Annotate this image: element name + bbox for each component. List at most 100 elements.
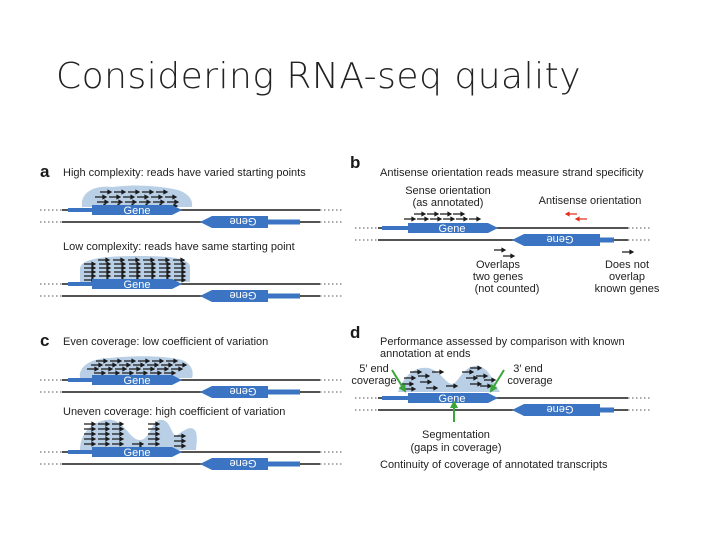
- reads-antisense: [564, 211, 587, 222]
- gene-reverse: [200, 216, 300, 228]
- read-arrow: [148, 421, 161, 427]
- read-arrow: [174, 273, 187, 279]
- read-arrow: [453, 211, 466, 217]
- read-arrow: [174, 269, 187, 275]
- panel-d-caption-line1: Performance assessed by comparison with …: [380, 336, 625, 348]
- read-arrow: [112, 421, 125, 427]
- overlaps-line3: (not counted): [475, 283, 540, 295]
- read-arrow: [84, 265, 97, 271]
- read-arrow: [446, 383, 459, 389]
- coverage-blob-uneven: [80, 419, 197, 450]
- read-arrow: [125, 199, 138, 205]
- three-end-arrow: [489, 369, 505, 393]
- panel-c-uneven-caption: Uneven coverage: high coefficient of var…: [63, 406, 285, 418]
- read-arrow: [114, 189, 127, 195]
- read-arrow: [470, 381, 483, 387]
- read-arrow: [174, 277, 187, 283]
- read-arrow: [133, 362, 146, 368]
- gene-label-reversed: Gene: [230, 289, 257, 301]
- read-arrow: [132, 441, 145, 447]
- read-arrow: [109, 194, 122, 200]
- continuity-caption: Continuity of coverage of annotated tran…: [380, 459, 608, 471]
- not-overlap-line2: overlap: [609, 271, 645, 283]
- read-arrow: [622, 249, 635, 255]
- read-arrow: [171, 366, 184, 372]
- read-arrow: [153, 199, 166, 205]
- read-arrow: [123, 194, 136, 200]
- read-arrow: [84, 431, 97, 437]
- read-arrow: [101, 366, 114, 372]
- read-arrow: [137, 194, 150, 200]
- read-arrow: [159, 261, 172, 267]
- read-arrow: [99, 261, 112, 267]
- read-arrow: [174, 265, 187, 271]
- panel-a-low-caption: Low complexity: reads have same starting…: [63, 241, 295, 253]
- gene-label-reversed: Gene: [230, 215, 257, 227]
- gene-forward: [68, 205, 182, 215]
- read-arrow: [98, 257, 111, 263]
- read-arrow: [469, 216, 482, 222]
- read-arrow: [150, 370, 163, 376]
- read-arrow: [97, 199, 110, 205]
- gene-label: Gene: [439, 223, 466, 235]
- read-arrow: [142, 189, 155, 195]
- read-arrow: [98, 426, 111, 432]
- read-arrow: [175, 362, 188, 368]
- gene-reverse: [512, 404, 614, 416]
- overlaps-line1: Overlaps: [476, 259, 521, 271]
- panel-d-label: d: [350, 323, 360, 342]
- panel-a-label: a: [40, 162, 50, 181]
- read-arrow: [138, 358, 151, 364]
- sense-label-line1: Sense orientation: [405, 185, 491, 197]
- read-arrow: [96, 358, 109, 364]
- read-arrow: [462, 369, 475, 375]
- read-arrow: [129, 269, 142, 275]
- read-arrow: [108, 370, 121, 376]
- read-arrow: [158, 257, 171, 263]
- five-end-arrow: [391, 369, 407, 393]
- read-arrow: [98, 441, 111, 447]
- read-arrow: [112, 441, 125, 447]
- read-arrow: [443, 216, 456, 222]
- read-arrow: [426, 385, 439, 391]
- read-arrow: [432, 369, 445, 375]
- reads-sense: [404, 211, 482, 222]
- read-arrow: [430, 216, 443, 222]
- read-arrow: [129, 265, 142, 271]
- read-arrow: [129, 261, 142, 267]
- gene-label-reversed: Gene: [547, 403, 574, 415]
- segmentation-line2: (gaps in coverage): [410, 442, 501, 454]
- gene-label-reversed: Gene: [547, 233, 574, 245]
- read-arrow: [148, 441, 161, 447]
- read-arrow: [100, 189, 113, 195]
- read-arrow: [417, 216, 430, 222]
- reads-ends: [402, 365, 497, 392]
- panel-b-caption: Antisense orientation reads measure stra…: [380, 167, 644, 179]
- read-arrow: [94, 370, 107, 376]
- read-arrow: [470, 365, 483, 371]
- not-overlap-line3: known genes: [595, 283, 660, 295]
- read-arrow: [87, 366, 100, 372]
- read-arrow: [119, 362, 132, 368]
- read-arrow: [114, 269, 127, 275]
- gene-label-reversed: Gene: [230, 385, 257, 397]
- read-arrow: [420, 379, 433, 385]
- read-arrow: [114, 261, 127, 267]
- not-overlap-line1: Does not: [605, 259, 649, 271]
- five-end-line1: 5′ end: [359, 363, 389, 375]
- reads-overlap: [494, 247, 635, 259]
- read-arrow: [105, 362, 118, 368]
- read-arrow: [174, 443, 187, 449]
- read-arrow: [110, 358, 123, 364]
- read-arrow: [98, 421, 111, 427]
- read-arrow: [151, 194, 164, 200]
- read-arrow: [144, 265, 157, 271]
- three-end-line2: coverage: [507, 375, 552, 387]
- read-arrow: [161, 362, 174, 368]
- read-arrow: [99, 265, 112, 271]
- gene-label: Gene: [124, 279, 151, 291]
- gene-label: Gene: [124, 205, 151, 217]
- overlaps-line2: two genes: [473, 271, 524, 283]
- read-arrow: [112, 426, 125, 432]
- read-arrow: [148, 426, 161, 432]
